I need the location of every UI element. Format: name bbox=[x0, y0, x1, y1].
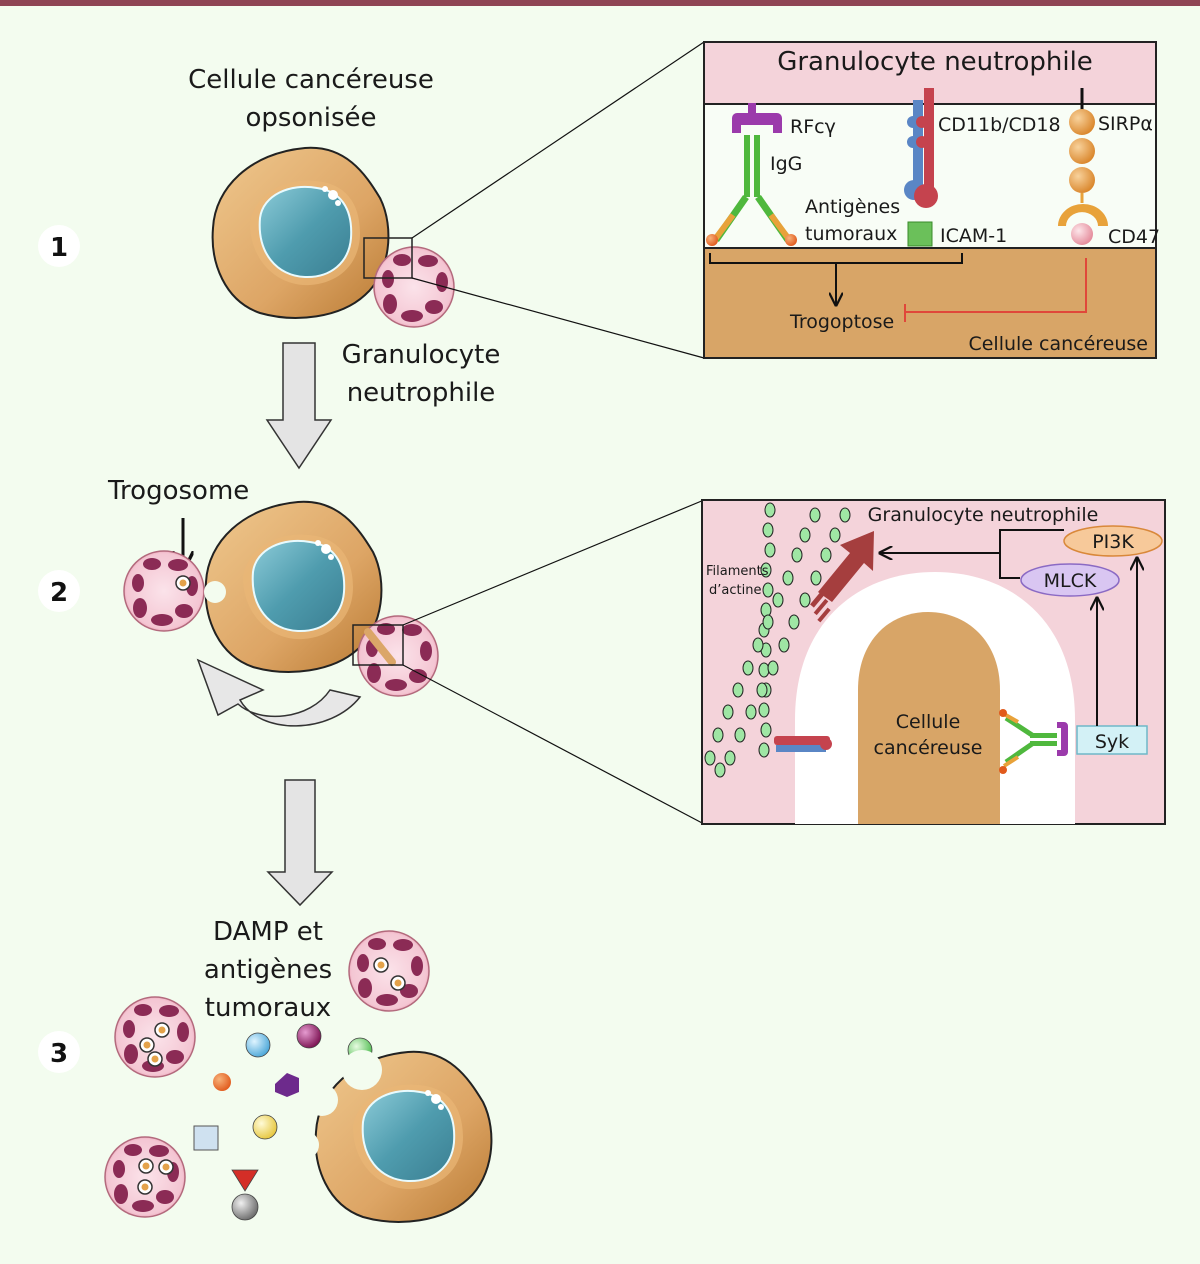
membrane-bite-notch bbox=[204, 581, 226, 603]
label-actin-2: d’actine bbox=[709, 583, 761, 598]
damp-label-1: DAMP et bbox=[213, 917, 323, 947]
zoom-line bbox=[402, 664, 705, 825]
neutrophil-step3-a bbox=[348, 930, 430, 1012]
label-antigens-1: Antigènes bbox=[805, 196, 900, 218]
inset2-title: Granulocyte neutrophile bbox=[868, 504, 1099, 526]
step-1-badge bbox=[38, 225, 80, 267]
integrin-cd11b-cd18-icon bbox=[904, 88, 938, 208]
protrusion-force-arrow-icon bbox=[810, 531, 874, 623]
step-2-badge bbox=[38, 570, 80, 612]
zoom-line bbox=[402, 499, 705, 626]
damp-yellow-sphere bbox=[252, 1114, 278, 1140]
damp-blue-square bbox=[193, 1125, 219, 1151]
trogosome-icon bbox=[154, 1022, 170, 1038]
step-2-number: 2 bbox=[50, 578, 68, 608]
damp-purple-hexagon bbox=[275, 1073, 299, 1097]
damp-label-3: tumoraux bbox=[205, 993, 331, 1023]
inhibition-line bbox=[904, 258, 1087, 322]
step-3-number: 3 bbox=[50, 1039, 68, 1069]
syk-node bbox=[1076, 725, 1148, 755]
neutrophil-step3-c bbox=[104, 1136, 186, 1218]
trogosome-icon bbox=[390, 975, 406, 991]
zoom-box-2 bbox=[352, 624, 404, 666]
label-cd11b-cd18: CD11b/CD18 bbox=[938, 114, 1061, 136]
inset1-cancer-cell-label: Cellule cancéreuse bbox=[968, 333, 1148, 355]
trogosome-icon bbox=[147, 1051, 163, 1067]
step1-neutrophil-label-1: Granulocyte bbox=[342, 340, 501, 370]
activation-bracket-arrow bbox=[709, 253, 963, 305]
label-pi3k: PI3K bbox=[1092, 531, 1134, 553]
zoom-line bbox=[411, 277, 705, 359]
zoom-line bbox=[411, 41, 705, 239]
step1-cancer-label-2: opsonisée bbox=[245, 103, 376, 133]
label-rfcg: RFcγ bbox=[790, 116, 836, 138]
trogosome-icon bbox=[139, 1037, 155, 1053]
zoom-box-1 bbox=[363, 237, 413, 279]
label-cd47: CD47 bbox=[1108, 226, 1160, 248]
down-arrow-2 bbox=[266, 779, 334, 907]
label-sirpa: SIRPα bbox=[1098, 113, 1153, 135]
label-trogoptose: Trogoptose bbox=[789, 311, 894, 333]
neutrophil-step2 bbox=[357, 615, 439, 697]
sirp-alpha-icon bbox=[1058, 88, 1108, 226]
label-actin-1: Filaments bbox=[706, 564, 769, 579]
damp-grey-sphere bbox=[231, 1193, 259, 1221]
damp-blue-sphere bbox=[245, 1032, 271, 1058]
neutrophil-step1 bbox=[373, 246, 455, 328]
damp-red-triangle bbox=[231, 1169, 259, 1192]
trogosome-label: Trogosome bbox=[107, 476, 249, 506]
down-arrow-1 bbox=[265, 342, 333, 470]
trogosome-icon bbox=[158, 1159, 174, 1175]
label-mlck: MLCK bbox=[1044, 570, 1097, 592]
inset1-title: Granulocyte neutrophile bbox=[777, 47, 1093, 77]
label-syk: Syk bbox=[1095, 731, 1129, 753]
inset2-cancer-label-1: Cellule bbox=[896, 711, 961, 733]
neutrophil-with-trogosome bbox=[123, 550, 205, 632]
membrane-protrusion bbox=[364, 628, 396, 666]
icam1-icon bbox=[907, 221, 933, 247]
trogosome-icon bbox=[175, 575, 191, 591]
label-igg: IgG bbox=[770, 153, 802, 175]
signaling-arrows bbox=[880, 529, 1137, 726]
curved-cycle-arrow bbox=[196, 658, 362, 727]
trogosome-icon bbox=[137, 1179, 153, 1195]
membrane-damage-notches bbox=[290, 1050, 382, 1192]
step1-cancer-label-1: Cellule cancéreuse bbox=[188, 65, 434, 95]
igg-fcr-complex-icon bbox=[999, 709, 1068, 774]
actin-filaments-icon bbox=[704, 502, 851, 778]
opsonized-cancer-cell bbox=[211, 146, 390, 319]
inset2-cancer-label-2: cancéreuse bbox=[874, 737, 983, 759]
integrin-horizontal-icon bbox=[774, 736, 832, 752]
label-antigens-2: tumoraux bbox=[805, 223, 897, 245]
damp-orange-sphere bbox=[213, 1073, 231, 1091]
top-accent-bar bbox=[0, 0, 1200, 6]
cd47-icon bbox=[1071, 223, 1093, 245]
pi3k-node bbox=[1063, 525, 1163, 557]
damaged-cancer-cell bbox=[314, 1050, 493, 1223]
label-icam1: ICAM-1 bbox=[940, 225, 1007, 247]
step-1-number: 1 bbox=[50, 233, 68, 263]
damp-label-2: antigènes bbox=[204, 955, 332, 985]
fc-receptor-icon bbox=[727, 103, 782, 133]
damp-purple-sphere bbox=[296, 1023, 322, 1049]
trogosome-icon bbox=[138, 1158, 154, 1174]
trogosome-icon bbox=[373, 957, 389, 973]
step1-neutrophil-label-2: neutrophile bbox=[347, 378, 496, 408]
cancer-cell-step2 bbox=[204, 500, 383, 673]
step-3-badge bbox=[38, 1031, 80, 1073]
igg-antibody-icon bbox=[706, 135, 797, 246]
mlck-node bbox=[1020, 563, 1120, 597]
